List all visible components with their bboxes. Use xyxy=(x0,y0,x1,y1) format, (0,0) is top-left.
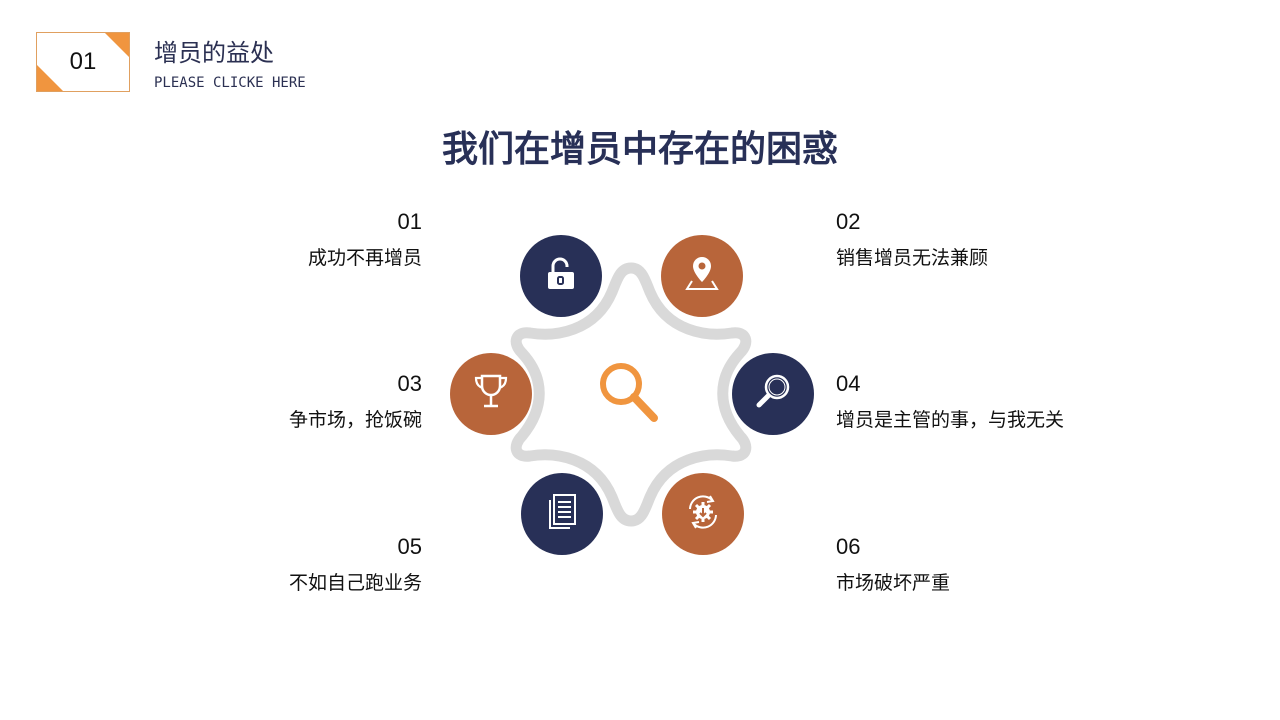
item-01: 01 成功不再增员 xyxy=(308,209,422,270)
item-03-icon-circle[interactable] xyxy=(450,353,532,435)
item-text: 市场破坏严重 xyxy=(836,572,951,594)
trophy-icon xyxy=(472,372,510,416)
item-05-icon-circle[interactable] xyxy=(521,473,603,555)
map-pin-icon xyxy=(683,255,721,297)
item-04-icon-circle[interactable] xyxy=(732,353,814,435)
item-text: 成功不再增员 xyxy=(307,247,422,269)
section-title: 增员的益处 xyxy=(154,39,274,67)
item-04: 04 增员是主管的事，与我无关 xyxy=(836,371,1064,432)
section-subtitle-link[interactable]: PLEASE CLICKE HERE xyxy=(154,75,306,91)
item-01-icon-circle[interactable] xyxy=(520,235,602,317)
item-number: 01 xyxy=(397,209,422,234)
search-icon xyxy=(753,372,793,416)
item-02-icon-circle[interactable] xyxy=(661,235,743,317)
magnifier-icon xyxy=(596,360,666,430)
item-number: 05 xyxy=(397,534,422,559)
item-text: 销售增员无法兼顾 xyxy=(836,247,989,269)
item-text: 争市场，抢饭碗 xyxy=(288,409,422,431)
item-02: 02 销售增员无法兼顾 xyxy=(836,209,988,270)
section-number: 01 xyxy=(69,48,97,75)
documents-icon xyxy=(544,492,580,536)
item-number: 04 xyxy=(836,371,861,396)
item-03: 03 争市场，抢饭碗 xyxy=(289,371,422,432)
item-number: 02 xyxy=(836,209,861,234)
corner-decoration xyxy=(105,33,129,57)
item-text: 增员是主管的事，与我无关 xyxy=(836,409,1065,431)
page-title: 我们在增员中存在的困惑 xyxy=(441,129,838,170)
gear-cycle-icon xyxy=(684,493,722,535)
section-number-badge: 01 xyxy=(36,32,130,92)
corner-decoration xyxy=(37,65,63,91)
item-number: 03 xyxy=(397,371,422,396)
unlock-icon xyxy=(543,256,579,296)
item-text: 不如自己跑业务 xyxy=(288,572,422,594)
item-06: 06 市场破坏严重 xyxy=(836,534,950,595)
item-number: 06 xyxy=(836,534,861,559)
item-06-icon-circle[interactable] xyxy=(662,473,744,555)
item-05: 05 不如自己跑业务 xyxy=(289,534,422,595)
